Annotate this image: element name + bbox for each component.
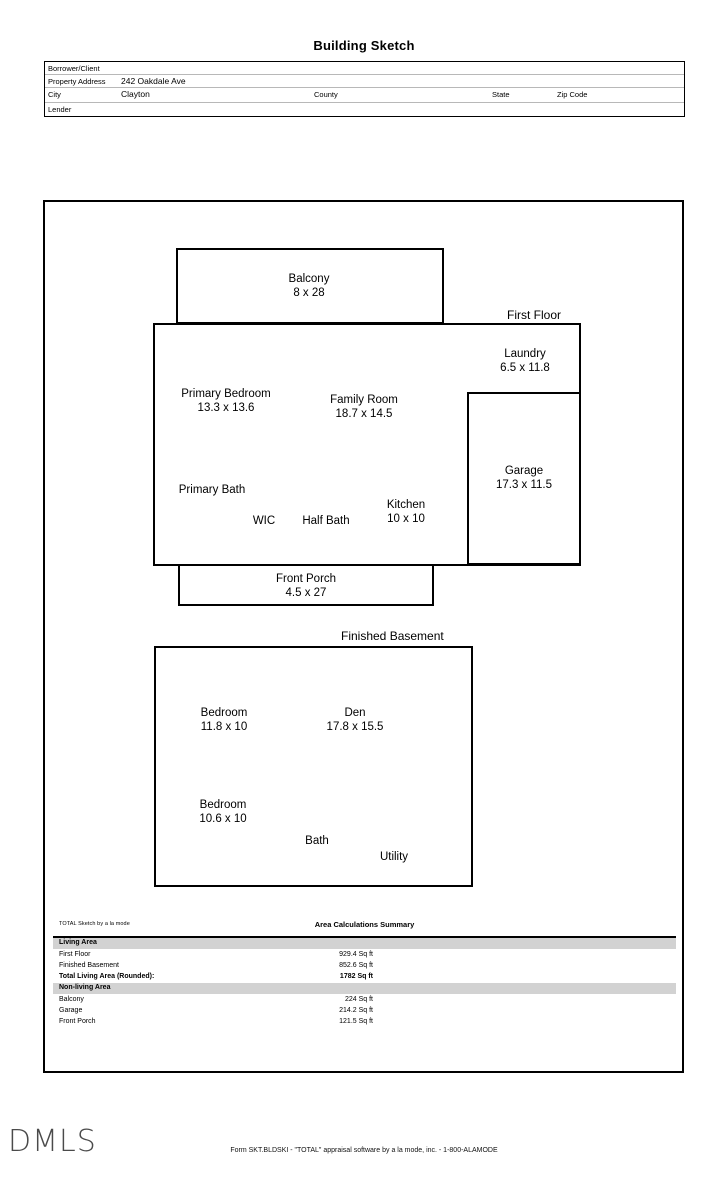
header-row-property-address: Property Address 242 Oakdale Ave (45, 75, 684, 88)
room-label-half-bath: Half Bath (302, 514, 349, 528)
room-name-primary-bath: Primary Bath (178, 484, 246, 496)
area-line-total-living-value: 1782 Sq ft (339, 973, 373, 980)
label-property-address: Property Address (48, 77, 106, 86)
area-line-first-floor: First Floor 929.4 Sq ft (53, 950, 676, 961)
room-label-basement-bedroom-1: Bedroom 11.8 x 10 (201, 706, 248, 734)
label-city: City (48, 90, 61, 99)
area-calculations-summary: TOTAL Sketch by a la mode Area Calculati… (53, 920, 676, 1028)
room-dims-laundry: 6.5 x 11.8 (500, 362, 550, 374)
area-section-heading-living-text: Living Area (59, 939, 97, 946)
room-name-family-room: Family Room (330, 394, 398, 406)
area-section-heading-nonliving: Non-living Area (53, 983, 676, 995)
area-line-balcony-value: 224 Sq ft (344, 996, 373, 1003)
area-summary-header: TOTAL Sketch by a la mode Area Calculati… (53, 920, 676, 938)
room-label-balcony: Balcony 8 x 28 (289, 272, 330, 300)
property-header-table: Borrower/Client Property Address 242 Oak… (44, 61, 685, 117)
room-label-primary-bath: Primary Bath (179, 483, 245, 497)
area-line-balcony-name: Balcony (59, 996, 84, 1003)
area-line-total-living-name: Total Living Area (Rounded): (59, 973, 155, 980)
header-row-lender: Lender (45, 103, 684, 116)
label-county: County (314, 90, 338, 99)
room-dims-family-room: 18.7 x 14.5 (335, 408, 393, 420)
value-city[interactable]: Clayton (121, 89, 150, 99)
room-label-kitchen: Kitchen 10 x 10 (387, 498, 425, 526)
area-section-heading-living: Living Area (53, 938, 676, 950)
room-shape-basement-body (154, 646, 473, 887)
room-shape-garage (467, 392, 581, 565)
room-shape-front-porch (178, 564, 434, 606)
sketch-canvas: First Floor Balcony 8 x 28 Primary Bedro… (43, 200, 684, 1073)
room-dims-balcony: 8 x 28 (293, 287, 325, 299)
room-dims-den: 17.8 x 15.5 (326, 721, 384, 733)
room-label-garage: Garage 17.3 x 11.5 (496, 464, 552, 492)
page-title: Building Sketch (313, 38, 415, 53)
room-name-front-porch: Front Porch (275, 573, 337, 585)
label-state: State (492, 90, 510, 99)
room-dims-basement-bedroom-1: 11.8 x 10 (200, 721, 248, 733)
room-name-utility: Utility (379, 851, 409, 863)
room-label-basement-bath: Bath (305, 834, 329, 848)
room-label-utility: Utility (380, 850, 408, 864)
room-name-balcony: Balcony (288, 273, 330, 285)
room-dims-front-porch: 4.5 x 27 (285, 587, 327, 599)
room-label-wic: WIC (253, 514, 275, 528)
area-section-heading-nonliving-text: Non-living Area (59, 984, 111, 991)
room-name-primary-bedroom: Primary Bedroom (181, 388, 271, 400)
area-line-front-porch-value: 121.5 Sq ft (339, 1018, 373, 1025)
area-line-garage-name: Garage (59, 1007, 83, 1014)
room-dims-primary-bedroom: 13.3 x 13.6 (197, 402, 255, 414)
label-zip-code: Zip Code (557, 90, 588, 99)
room-label-family-room: Family Room 18.7 x 14.5 (330, 393, 398, 421)
room-name-den: Den (344, 707, 366, 719)
form-footer-text: Form SKT.BLDSKI - "TOTAL" appraisal soft… (230, 1147, 498, 1154)
area-line-total-living: Total Living Area (Rounded): 1782 Sq ft (53, 972, 676, 983)
area-line-finished-basement-name: Finished Basement (59, 962, 119, 969)
label-borrower-client: Borrower/Client (48, 64, 100, 73)
area-summary-title: Area Calculations Summary (314, 920, 415, 929)
area-line-finished-basement-value: 852.6 Sq ft (339, 962, 373, 969)
header-row-city-county-state-zip: City Clayton County State Zip Code (45, 88, 684, 103)
sketch-by-credit: TOTAL Sketch by a la mode (59, 921, 130, 927)
room-name-basement-bath: Bath (305, 835, 329, 847)
room-label-front-porch: Front Porch 4.5 x 27 (276, 572, 336, 600)
label-lender: Lender (48, 105, 72, 114)
room-label-laundry: Laundry 6.5 x 11.8 (500, 347, 550, 375)
dmls-watermark-logo: DMLS (8, 1124, 97, 1159)
floor-label-finished-basement: Finished Basement (341, 629, 444, 643)
area-line-finished-basement: Finished Basement 852.6 Sq ft (53, 961, 676, 972)
room-name-basement-bedroom-1: Bedroom (200, 707, 248, 719)
area-line-garage: Garage 214.2 Sq ft (53, 1006, 676, 1017)
room-name-half-bath: Half Bath (302, 515, 350, 527)
room-name-basement-bedroom-2: Bedroom (199, 799, 247, 811)
area-line-balcony: Balcony 224 Sq ft (53, 995, 676, 1006)
room-label-primary-bedroom: Primary Bedroom 13.3 x 13.6 (181, 387, 270, 415)
room-label-basement-bedroom-2: Bedroom 10.6 x 10 (199, 798, 246, 826)
room-dims-kitchen: 10 x 10 (387, 513, 425, 525)
room-shape-balcony (176, 248, 444, 324)
area-line-first-floor-name: First Floor (59, 951, 91, 958)
room-label-den: Den 17.8 x 15.5 (327, 706, 384, 734)
floor-label-first-floor: First Floor (507, 308, 561, 322)
room-name-garage: Garage (504, 465, 544, 477)
area-line-front-porch-name: Front Porch (59, 1018, 96, 1025)
area-line-front-porch: Front Porch 121.5 Sq ft (53, 1017, 676, 1028)
room-dims-basement-bedroom-2: 10.6 x 10 (199, 813, 247, 825)
room-name-laundry: Laundry (504, 348, 546, 360)
room-dims-garage: 17.3 x 11.5 (495, 479, 553, 491)
value-property-address[interactable]: 242 Oakdale Ave (121, 76, 186, 86)
room-name-wic: WIC (252, 515, 276, 527)
area-line-first-floor-value: 929.4 Sq ft (339, 951, 373, 958)
room-name-kitchen: Kitchen (386, 499, 426, 511)
header-row-borrower: Borrower/Client (45, 62, 684, 75)
area-line-garage-value: 214.2 Sq ft (339, 1007, 373, 1014)
